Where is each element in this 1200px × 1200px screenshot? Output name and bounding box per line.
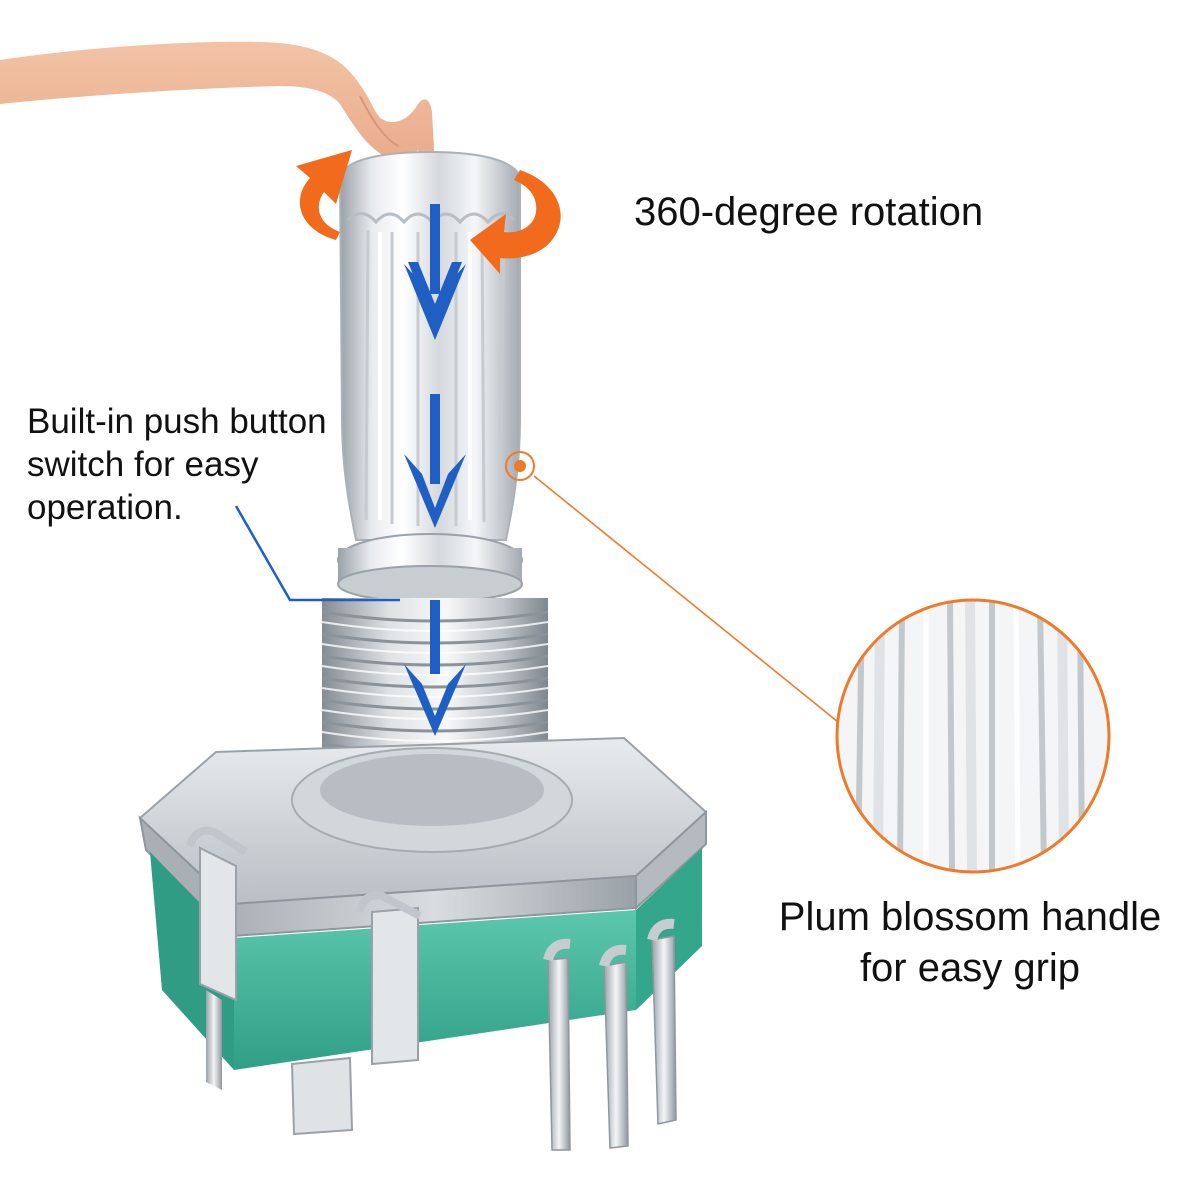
plum-label-line-1: Plum blossom handle: [778, 895, 1162, 939]
push-button-label: Built-in push button switch for easy ope…: [27, 402, 327, 527]
knurled-shaft: [338, 150, 521, 541]
rotation-label: 360-degree rotation: [634, 190, 984, 234]
terminal-pins: [543, 918, 677, 1151]
target-dot-icon: [505, 451, 535, 481]
plum-label-line-2: for easy grip: [859, 946, 1081, 990]
shaft-collar: [337, 533, 523, 603]
grip-detail-zoom: [835, 598, 1111, 874]
hand-pressing: [0, 41, 437, 194]
plum-callout-line: [533, 475, 839, 723]
push-button-callout-line: [234, 505, 400, 602]
curved-rotation-arrow-icon: [296, 150, 561, 274]
encoder-housing: [138, 736, 708, 1136]
plum-blossom-label: Plum blossom handle for easy grip: [740, 892, 1200, 994]
down-arrow-icon: [404, 204, 466, 736]
